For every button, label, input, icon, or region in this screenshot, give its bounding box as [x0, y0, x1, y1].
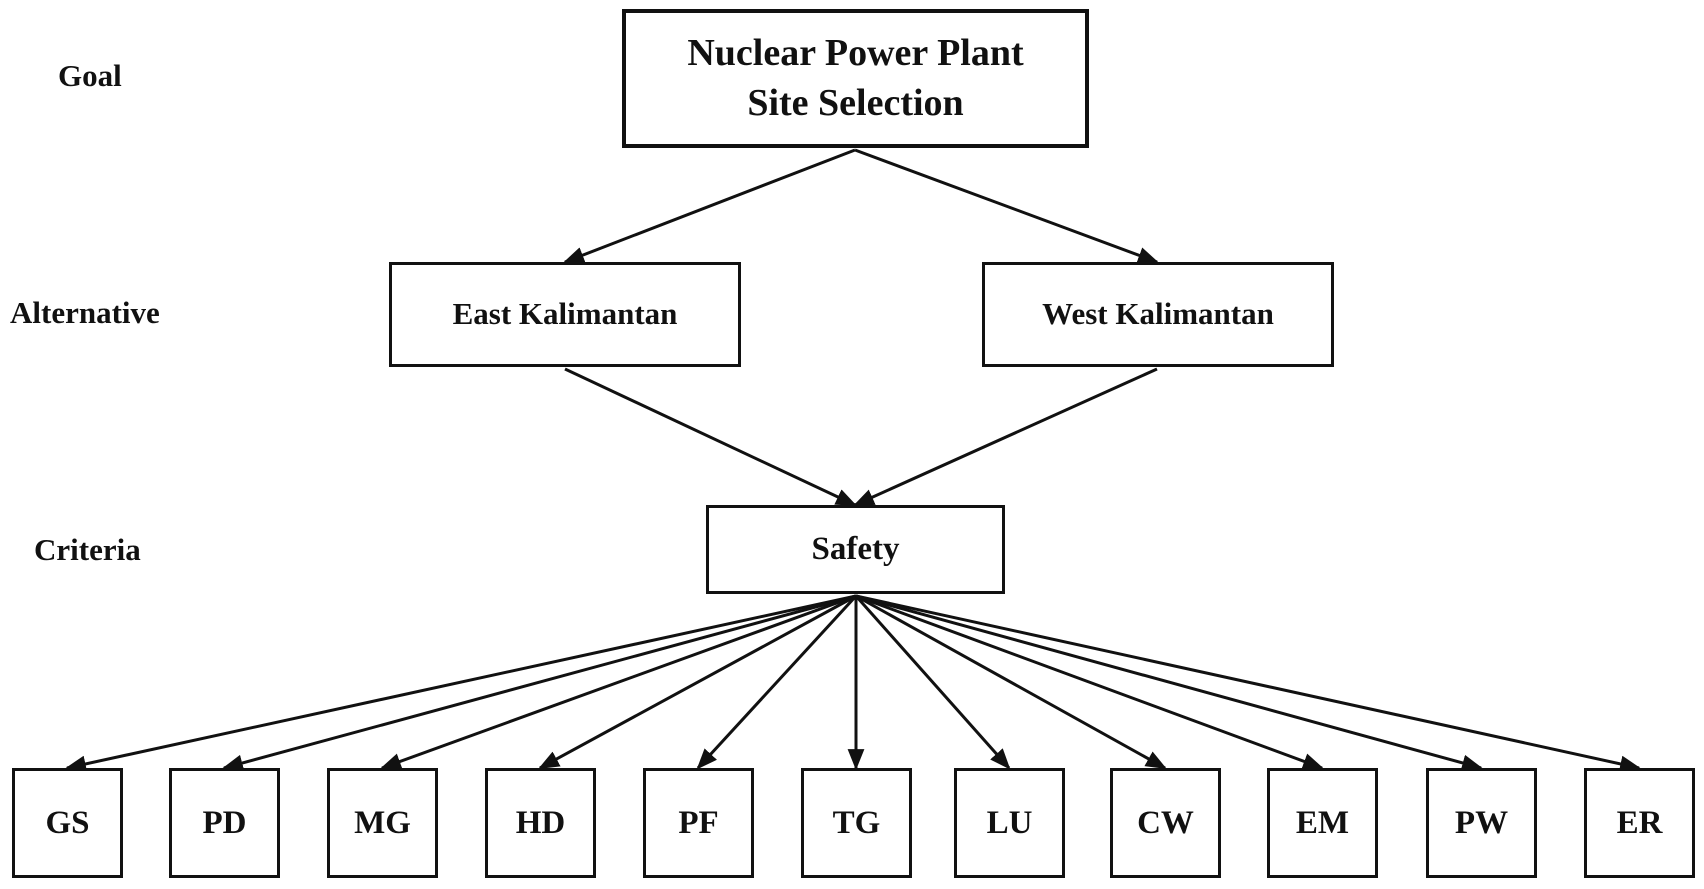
- subcriterion-node-pd: PD: [169, 768, 280, 878]
- arrow-safety-to-gs: [64, 594, 857, 773]
- goal-title-line-1: Nuclear Power Plant: [687, 32, 1024, 75]
- subcriterion-node-hd: HD: [485, 768, 596, 878]
- arrow-goal-to-west-kalimantan: [854, 148, 1159, 264]
- alternative-node-east-kalimantan: East Kalimantan: [389, 262, 741, 367]
- arrow-safety-to-lu: [854, 595, 1011, 770]
- subcriterion-node-em: EM: [1267, 768, 1378, 878]
- subcriterion-node-mg: MG: [327, 768, 438, 878]
- subcriterion-node-pf: PF: [643, 768, 754, 878]
- criterion-node-safety: Safety: [706, 505, 1005, 594]
- arrow-safety-to-pd: [221, 594, 857, 772]
- subcriterion-node-cw: CW: [1110, 768, 1221, 878]
- arrow-goal-to-east-kalimantan: [563, 148, 856, 264]
- goal-title-line-2: Site Selection: [747, 81, 964, 124]
- subcriterion-label: MG: [354, 804, 411, 841]
- subcriterion-label: PW: [1454, 804, 1509, 841]
- subcriterion-node-pw: PW: [1426, 768, 1537, 878]
- arrow-safety-to-hd: [538, 594, 857, 770]
- arrow-safety-to-er: [855, 594, 1642, 773]
- subcriterion-label: CW: [1137, 804, 1194, 841]
- arrow-safety-to-em: [855, 594, 1324, 770]
- arrow-west-kalimantan-to-safety: [853, 367, 1158, 507]
- alternative-label: West Kalimantan: [1042, 296, 1274, 332]
- level-label-alternative: Alternative: [10, 295, 160, 330]
- subcriterion-node-tg: TG: [801, 768, 912, 878]
- subcriterion-label: HD: [515, 804, 566, 841]
- subcriterion-label: LU: [986, 804, 1033, 841]
- arrow-safety-to-mg: [380, 594, 857, 770]
- subcriterion-label: PF: [678, 804, 719, 841]
- subcriterion-label: ER: [1616, 804, 1663, 841]
- criterion-label: Safety: [811, 531, 900, 568]
- arrow-safety-to-pf: [696, 594, 858, 770]
- arrow-safety-to-pw: [855, 594, 1484, 772]
- alternative-label: East Kalimantan: [452, 296, 678, 332]
- subcriterion-label: GS: [45, 804, 90, 841]
- subcriterion-label: EM: [1295, 804, 1350, 841]
- subcriterion-node-er: ER: [1584, 768, 1695, 878]
- arrow-east-kalimantan-to-safety: [564, 367, 857, 507]
- level-label-goal: Goal: [58, 58, 122, 93]
- subcriterion-node-lu: LU: [954, 768, 1065, 878]
- level-label-criteria: Criteria: [34, 532, 141, 567]
- subcriterion-label: TG: [832, 804, 881, 841]
- goal-node: Nuclear Power Plant Site Selection: [622, 9, 1089, 148]
- arrow-safety-to-cw: [855, 594, 1167, 770]
- subcriterion-label: PD: [202, 804, 247, 841]
- subcriterion-node-gs: GS: [12, 768, 123, 878]
- alternative-node-west-kalimantan: West Kalimantan: [982, 262, 1334, 367]
